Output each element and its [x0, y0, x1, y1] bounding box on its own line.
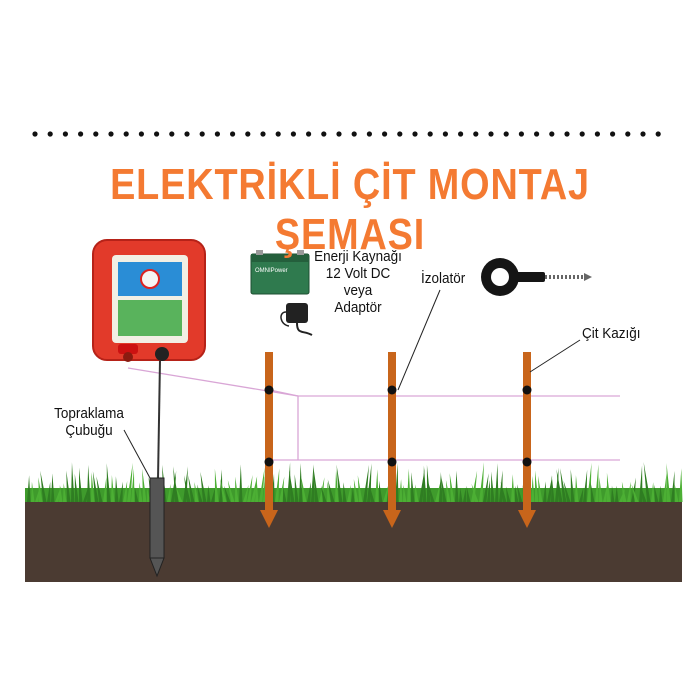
adapter-icon [280, 303, 313, 336]
battery-brand: OMNIPower [255, 268, 288, 274]
grounding-rod-line-2: Çubuğu [65, 422, 113, 439]
grass [25, 462, 683, 502]
fence-post [260, 352, 278, 528]
insulator-label: İzolatör [421, 270, 466, 287]
insulator [264, 385, 274, 395]
fence-post [383, 352, 401, 528]
battery-icon: OMNIPower [250, 250, 310, 295]
energy-source-line-4: Adaptör [334, 299, 382, 316]
grounding-rod-label: Topraklama Çubuğu [47, 405, 132, 439]
soil [25, 500, 682, 582]
insulator [522, 385, 532, 395]
energy-source-line-2: 12 Volt DC [325, 265, 391, 282]
energy-source-line-3: veya [343, 282, 373, 299]
fence-post-label: Çit Kazığı [582, 325, 641, 342]
insulator [264, 457, 274, 467]
fence-post [518, 352, 536, 528]
energy-source-line-1: Enerji Kaynağı [314, 248, 402, 265]
fence-wires [127, 367, 620, 461]
ground-wire [157, 359, 161, 481]
energizer-device [92, 239, 206, 362]
dotted-divider [32, 131, 661, 137]
insulator [522, 457, 532, 467]
pointer-lines [123, 289, 581, 479]
insulator-icon [481, 258, 592, 296]
energy-source-label: Enerji Kaynağı 12 Volt DC veya Adaptör [308, 248, 409, 316]
insulator [387, 457, 397, 467]
ground-rod [149, 477, 165, 578]
page-title: ELEKTRİKLİ ÇİT MONTAJ ŞEMASI [110, 160, 590, 259]
grounding-rod-line-1: Topraklama [54, 405, 124, 422]
insulator [387, 385, 397, 395]
